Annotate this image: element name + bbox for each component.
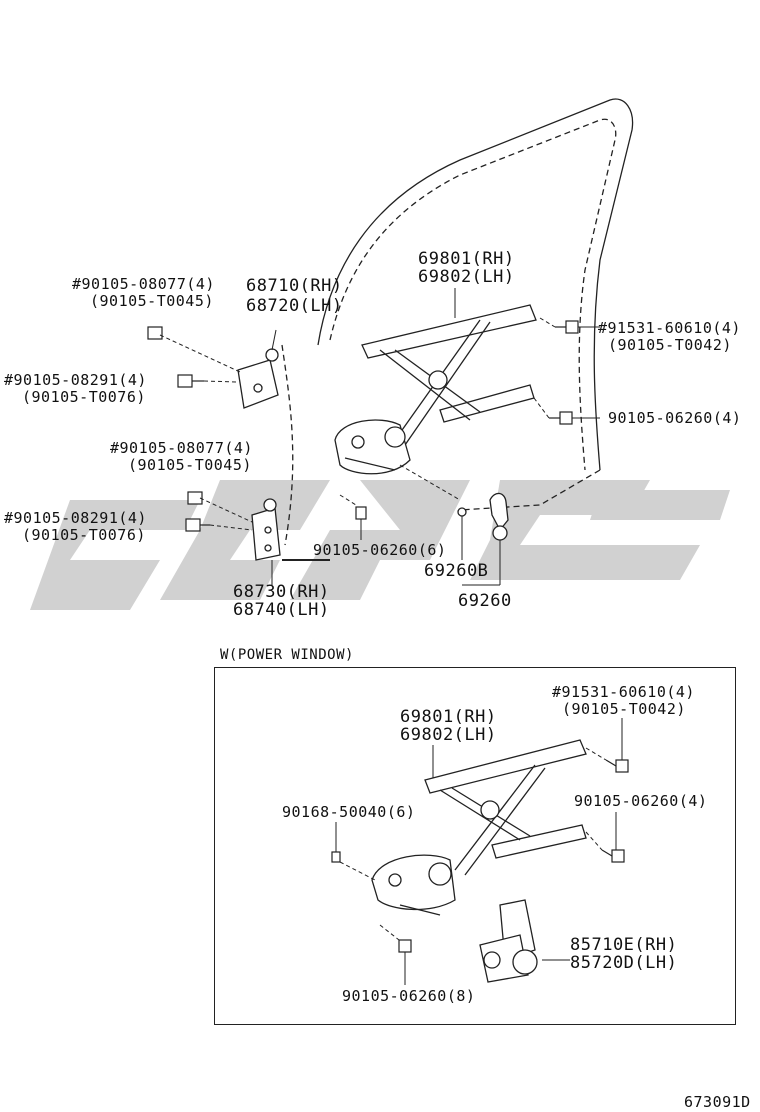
diagram-code: 673091D: [684, 1093, 751, 1111]
part-number: #90105-08291(4): [4, 509, 147, 527]
label-pw-bolt-bottom: 90105-06260(8): [342, 987, 476, 1005]
power-window-title: W(POWER WINDOW): [220, 647, 354, 663]
label-pw-motor: 85710E(RH)85720D(LH): [570, 936, 677, 972]
part-number: #91531-60610(4): [552, 683, 695, 701]
watermark-logo: [30, 480, 730, 610]
part-number-rh: 69801(RH): [400, 707, 497, 727]
part-number-lh: 69802(LH): [418, 267, 515, 287]
label-bolt-right-mid: 90105-06260(4): [608, 409, 742, 427]
label-handle-clip: 69260B: [424, 561, 489, 581]
door-frame: [281, 98, 634, 561]
part-alt-number: (90105-T0045): [128, 456, 252, 474]
pw-leader-lines: [335, 718, 623, 985]
part-number-rh: 68710(RH): [246, 276, 343, 296]
label-handle: 69260: [458, 591, 512, 611]
label-lower-hinge: 68730(RH)68740(LH): [233, 583, 330, 619]
label-pw-regulator: 69801(RH)69802(LH): [400, 708, 497, 744]
lower-hinge-icon: [251, 498, 281, 561]
label-pw-bolt-right-mid: 90105-06260(4): [574, 792, 708, 810]
part-number: #90105-08291(4): [4, 371, 147, 389]
part-alt-number: (90105-T0042): [608, 336, 732, 354]
label-bolt-lower-left: #90105-08291(4)(90105-T0076): [4, 510, 147, 544]
pw-motor-icon: [479, 899, 538, 983]
part-number-rh: 68730(RH): [233, 582, 330, 602]
label-pw-screw-left: 90168-50040(6): [282, 803, 416, 821]
power-window-box: [214, 667, 736, 1025]
leader-lines: [159, 288, 600, 586]
part-number: #90105-08077(4): [110, 439, 253, 457]
part-number-rh: 85710E(RH): [570, 935, 678, 955]
label-bolt-center-left: #90105-08077(4)(90105-T0045): [110, 440, 253, 474]
upper-hinge-icon: [237, 348, 279, 409]
bolt-icons: [147, 320, 579, 532]
part-number: #91531-60610(4): [598, 319, 741, 337]
part-alt-number: (90105-T0045): [90, 292, 214, 310]
part-number-lh: 69802(LH): [400, 725, 497, 745]
part-alt-number: (90105-T0076): [22, 388, 146, 406]
part-number-lh: 68720(LH): [246, 296, 343, 316]
part-number-rh: 69801(RH): [418, 249, 515, 269]
part-alt-number: (90105-T0042): [562, 700, 686, 718]
label-bolt-bottom-center: 90105-06260(6): [313, 541, 447, 559]
label-bolt-mid-left: #90105-08291(4)(90105-T0076): [4, 372, 147, 406]
window-regulator-icon: [334, 304, 537, 475]
pw-regulator-icon: [371, 739, 587, 916]
label-upper-hinge: 68710(RH)68720(LH): [246, 276, 343, 316]
label-bolt-right-top: #91531-60610(4)(90105-T0042): [598, 320, 741, 354]
label-bolt-top-left: #90105-08077(4)(90105-T0045): [72, 276, 215, 310]
part-number-lh: 85720D(LH): [570, 953, 678, 973]
label-regulator: 69801(RH)69802(LH): [418, 250, 515, 286]
part-number: #90105-08077(4): [72, 275, 215, 293]
label-pw-bolt-right-top: #91531-60610(4)(90105-T0042): [552, 684, 695, 718]
part-number-lh: 68740(LH): [233, 600, 330, 620]
window-handle-icon: [457, 492, 509, 541]
part-alt-number: (90105-T0076): [22, 526, 146, 544]
